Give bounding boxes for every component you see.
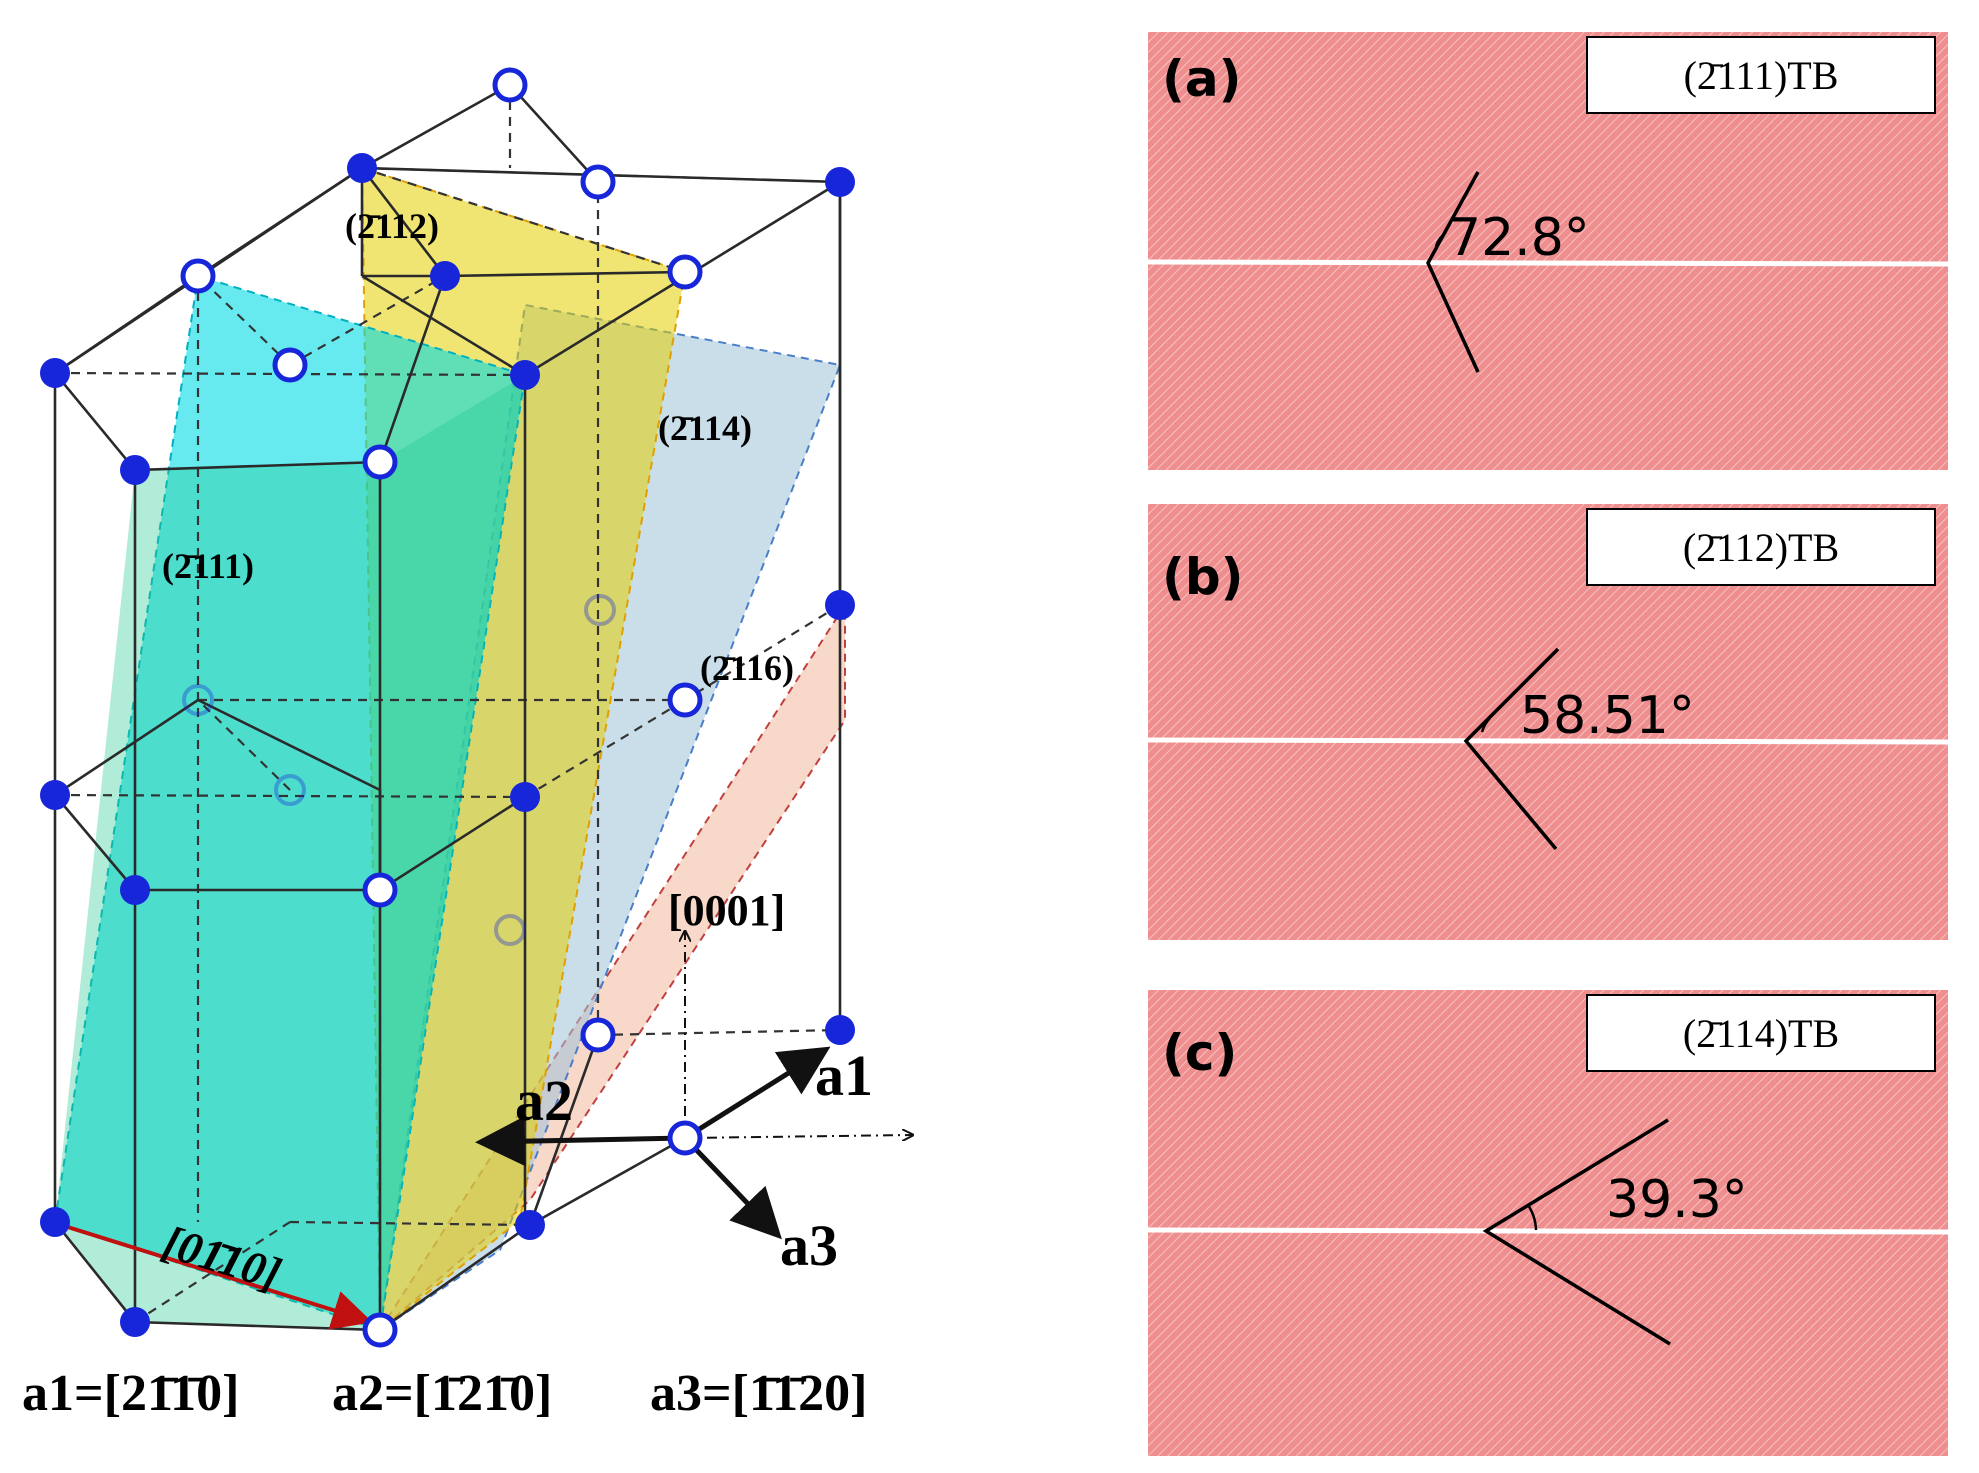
atom-open xyxy=(362,444,398,480)
tb-label-box-a: (2̄111)TB xyxy=(1586,36,1936,114)
atom-filled xyxy=(120,875,150,905)
angle-value-c: 39.3° xyxy=(1606,1170,1748,1230)
panel-b: (b) (2̄112)TB 58.51° xyxy=(1148,504,1948,940)
atom-open xyxy=(580,164,616,200)
twin-boundary-line xyxy=(1148,737,1948,745)
angle-arc xyxy=(1434,231,1447,247)
atom-open xyxy=(667,682,703,718)
vector-label-a1: a1 xyxy=(815,1043,873,1108)
atom-filled xyxy=(510,360,540,390)
basis-arrows xyxy=(475,1046,831,1240)
vector-label-a3: a3 xyxy=(780,1213,838,1278)
atom-filled xyxy=(510,782,540,812)
plane-label-2111: (2̄111) xyxy=(162,546,254,586)
atom-filled xyxy=(40,358,70,388)
coordinate-axes xyxy=(685,932,912,1138)
basis-a1: a1=[21̄1̄0] xyxy=(22,1365,239,1422)
atom-open xyxy=(362,872,398,908)
atom-filled xyxy=(825,590,855,620)
tb-label-box-c: (2̄114)TB xyxy=(1586,994,1936,1072)
plane-2111-front xyxy=(55,375,525,1330)
hidden-edges xyxy=(54,85,841,1323)
atom-open xyxy=(362,1312,398,1348)
plane-label-2116: (2̄116) xyxy=(700,648,794,688)
angle-value-a: 72.8° xyxy=(1448,208,1590,268)
panel-label-a: (a) xyxy=(1162,50,1242,108)
plane-2111 xyxy=(53,274,527,1332)
direction-label-0001: [0001] xyxy=(668,886,785,935)
panel-label-b: (b) xyxy=(1162,548,1244,606)
twin-boundary-line xyxy=(1148,259,1948,267)
direction-arrow-0110 xyxy=(57,1222,373,1330)
atom-filled xyxy=(40,1207,70,1237)
tb-label-box-b: (2̄112)TB xyxy=(1586,508,1936,586)
angle-value-b: 58.51° xyxy=(1520,686,1695,746)
atom-filled xyxy=(515,1210,545,1240)
angle-arc xyxy=(1480,717,1491,733)
atoms-filled xyxy=(40,153,855,1337)
atom-filled xyxy=(825,1015,855,1045)
angle-arc xyxy=(1526,1204,1538,1231)
atom-filled xyxy=(347,153,377,183)
vector-label-a2: a2 xyxy=(515,1068,573,1133)
basis-a2: a2=[1̄21̄0] xyxy=(332,1365,552,1422)
atom-filled xyxy=(430,261,460,291)
twin-angle-mark xyxy=(1426,171,1480,373)
panel-c: (c) (2̄114)TB 39.3° xyxy=(1148,990,1948,1456)
atoms-faded xyxy=(182,594,616,946)
atom-filled xyxy=(40,780,70,810)
twin-angle-mark xyxy=(1463,647,1560,851)
atom-open xyxy=(580,1017,616,1053)
atom-filled xyxy=(120,455,150,485)
atom-filled xyxy=(120,1307,150,1337)
atoms-open xyxy=(180,67,703,1348)
plane-label-2112: (2̄112) xyxy=(345,206,439,246)
basis-definitions: a1=[21̄1̄0] a2=[1̄21̄0] a3=[1̄1̄20] xyxy=(22,1365,867,1422)
panel-a: (a) (2̄111)TB 72.8° xyxy=(1148,32,1948,470)
basis-a3: a3=[1̄1̄20] xyxy=(650,1365,867,1422)
atom-open xyxy=(667,1120,703,1156)
atom-open xyxy=(272,347,308,383)
atom-open xyxy=(667,254,703,290)
panel-label-c: (c) xyxy=(1162,1024,1238,1082)
twin-angle-mark xyxy=(1482,1118,1671,1346)
atom-open xyxy=(492,67,528,103)
atom-filled xyxy=(825,167,855,197)
twin-boundary-line xyxy=(1148,1227,1948,1235)
atom-open xyxy=(180,258,216,294)
plane-label-2114: (2̄114) xyxy=(658,408,752,448)
